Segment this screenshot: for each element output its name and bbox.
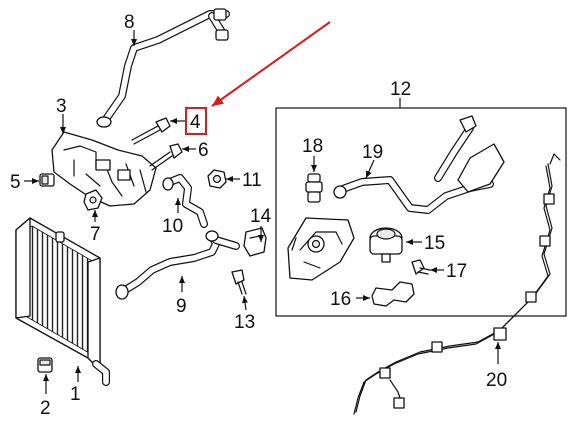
plug-part-11 — [207, 169, 227, 189]
clip-part-14 — [243, 227, 267, 257]
bracket-part-3 — [51, 131, 157, 207]
callout-1: 1 — [70, 384, 81, 405]
highlight-box — [185, 107, 207, 135]
harness-part-20 — [353, 153, 561, 415]
highlight-arrow — [211, 21, 331, 107]
callout-19: 19 — [362, 142, 383, 163]
leader-13 — [242, 295, 248, 311]
sensor-part-18 — [305, 173, 323, 203]
callout-12: 12 — [390, 79, 411, 100]
callout-10: 10 — [162, 216, 183, 237]
leader-19 — [365, 159, 375, 179]
hose-part-9 — [115, 230, 240, 300]
callout-2: 2 — [40, 398, 51, 419]
callout-7: 7 — [90, 224, 101, 245]
mount-part-2 — [37, 357, 53, 373]
radiator-part-1 — [15, 217, 110, 386]
callout-5: 5 — [10, 172, 21, 193]
callout-3: 3 — [56, 96, 67, 117]
bracket-part-16 — [371, 281, 415, 307]
pump-housing — [287, 217, 355, 281]
hose-part-10 — [162, 174, 208, 228]
callout-18: 18 — [302, 136, 323, 157]
nut-part-7 — [83, 189, 103, 211]
group-box-12 — [275, 107, 567, 317]
callout-16: 16 — [330, 289, 351, 310]
callout-20: 20 — [486, 370, 507, 391]
callout-4: 4 — [190, 112, 201, 133]
callout-13: 13 — [234, 312, 255, 333]
callout-6: 6 — [198, 140, 209, 161]
bolt-part-4 — [131, 117, 171, 145]
upper-hose-part-8 — [96, 8, 230, 128]
bolt-part-17 — [411, 259, 431, 275]
callout-15: 15 — [424, 233, 445, 254]
clip-part-5 — [39, 173, 55, 187]
hose-part-19 — [333, 115, 505, 214]
bolt-part-6 — [149, 143, 183, 171]
pump-part-15 — [369, 227, 403, 263]
callout-14: 14 — [250, 206, 272, 227]
callout-9: 9 — [176, 296, 187, 317]
bolt-part-13 — [231, 269, 247, 295]
callout-17: 17 — [446, 261, 467, 282]
callout-11: 11 — [242, 170, 262, 191]
callout-8: 8 — [124, 12, 135, 33]
